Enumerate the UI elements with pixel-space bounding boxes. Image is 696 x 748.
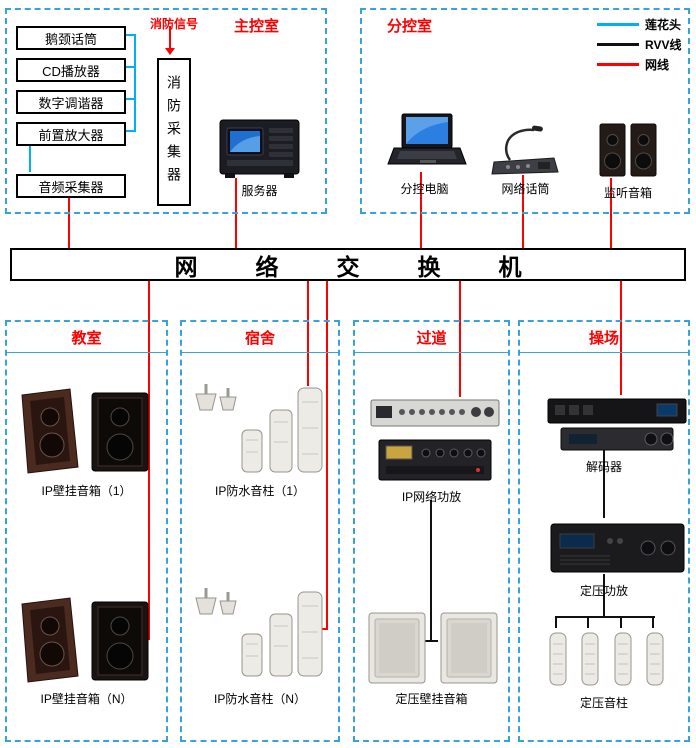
rvv-manifold bbox=[555, 616, 655, 618]
network-switch: 网络交换机 bbox=[10, 248, 686, 281]
digital-tuner-label: 数字调谐器 bbox=[38, 95, 104, 111]
zone-corridor-box: 过道 IP网络功放 bbox=[353, 320, 510, 742]
classroom-title: 教室 bbox=[71, 330, 102, 347]
rvv-decoder-to-amp bbox=[603, 450, 605, 518]
laptop-image bbox=[387, 113, 467, 165]
rca-cable-swatch bbox=[597, 23, 639, 26]
rca-bus bbox=[134, 34, 136, 132]
ip-waterproof-column-1-image bbox=[195, 384, 323, 473]
rvv-column-stub-2 bbox=[587, 616, 589, 628]
audio-collector-label: 音频采集器 bbox=[38, 179, 104, 195]
network-mic-label: 网络话筒 bbox=[501, 182, 550, 196]
cable-switch-playground bbox=[620, 281, 622, 395]
cv-wall-speaker-right-image bbox=[440, 612, 498, 684]
ip-waterproof-column-1-label: IP防水音柱（1） bbox=[214, 484, 305, 498]
rvv-wall-speakers-bridge bbox=[424, 640, 438, 642]
ip-waterproof-column-n-label: IP防水音柱（N） bbox=[213, 692, 306, 706]
monitor-speaker-label: 监听音箱 bbox=[603, 186, 652, 200]
preamplifier-box: 前置放大器 bbox=[16, 122, 126, 146]
legend-item-net: 网线 bbox=[597, 56, 669, 73]
fire-signal-line bbox=[169, 26, 171, 48]
net-cable-label: 网线 bbox=[645, 58, 670, 72]
decoder-image bbox=[547, 398, 687, 451]
cv-column-4-image bbox=[646, 632, 664, 686]
ip-wall-speaker-n-label: IP壁挂音箱（N） bbox=[40, 692, 133, 706]
ip-wall-speaker-1-image bbox=[21, 388, 149, 474]
cable-laptop-switch bbox=[420, 172, 422, 248]
server-image bbox=[219, 119, 300, 178]
cable-switch-dorm-n bbox=[326, 281, 328, 630]
ip-waterproof-column-n-image bbox=[195, 588, 323, 677]
cable-switch-corridor bbox=[459, 281, 461, 397]
cv-column-label: 定压音柱 bbox=[579, 696, 628, 710]
ip-network-amp-top-image bbox=[370, 399, 500, 427]
decoder-label: 解码器 bbox=[585, 460, 622, 474]
main-control-room-title: 主控室 bbox=[234, 18, 280, 35]
cv-wall-speaker-left-image bbox=[368, 612, 426, 684]
playground-title-separator bbox=[520, 352, 688, 353]
fire-collector-box: 消防采集器 bbox=[157, 58, 191, 206]
zone-classroom-box: 教室 IP壁挂音箱（1） IP壁挂音箱（N） bbox=[5, 320, 168, 742]
cv-amp-label: 定压功放 bbox=[579, 584, 628, 598]
zone-dormitory-box: 宿舍 IP防水音柱（1） IP防水音柱（N） bbox=[180, 320, 340, 742]
preamplifier-label: 前置放大器 bbox=[38, 127, 104, 143]
rvv-column-stub-1 bbox=[555, 616, 557, 628]
cable-switch-dorm-1 bbox=[307, 281, 309, 386]
cv-column-1-image bbox=[549, 632, 567, 686]
fire-signal-arrowhead bbox=[165, 48, 175, 55]
dormitory-title-separator bbox=[182, 352, 338, 353]
rca-stub-preamp bbox=[124, 130, 136, 132]
cv-wall-speaker-label: 定压壁挂音箱 bbox=[395, 692, 468, 706]
fire-signal-label: 消防信号 bbox=[150, 17, 199, 31]
sub-control-room-box: 分控室 莲花头 RVV线 网线 分控电脑 bbox=[360, 8, 690, 214]
zone-playground-box: 操场 解码器 定压功放 bbox=[518, 320, 690, 742]
rca-cable-label: 莲花头 bbox=[645, 18, 682, 32]
cv-amp-image bbox=[550, 523, 685, 573]
cv-column-3-image bbox=[614, 632, 632, 686]
dormitory-title: 宿舍 bbox=[244, 330, 275, 347]
rvv-amp-to-manifold bbox=[603, 574, 605, 618]
ip-wall-speaker-1-label: IP壁挂音箱（1） bbox=[41, 484, 132, 498]
cable-mic-switch bbox=[522, 175, 524, 248]
cd-player-box: CD播放器 bbox=[16, 58, 126, 82]
audio-collector-box: 音频采集器 bbox=[16, 174, 126, 198]
ip-network-amp-bottom-image bbox=[378, 439, 492, 481]
rvv-cable-label: RVV线 bbox=[645, 38, 682, 52]
monitor-speaker-image bbox=[599, 123, 657, 177]
corridor-title: 过道 bbox=[416, 330, 447, 347]
legend-item-rca: 莲花头 bbox=[597, 16, 681, 33]
gooseneck-mic-label: 鹅颈话筒 bbox=[44, 31, 97, 47]
ip-wall-speaker-n-image bbox=[21, 597, 149, 683]
sub-computer-label: 分控电脑 bbox=[400, 182, 449, 196]
classroom-title-separator bbox=[7, 352, 166, 353]
main-control-room-box: 主控室 鹅颈话筒 CD播放器 数字调谐器 前置放大器 音频采集器 消防信号 消防… bbox=[5, 8, 327, 214]
cv-column-2-image bbox=[581, 632, 599, 686]
rca-stub-cd bbox=[124, 66, 136, 68]
sub-control-room-title: 分控室 bbox=[387, 18, 433, 35]
legend-item-rvv: RVV线 bbox=[597, 36, 681, 53]
rca-stub-tuner bbox=[124, 98, 136, 100]
server-label: 服务器 bbox=[241, 184, 278, 198]
cable-audio-collector-switch bbox=[68, 196, 70, 248]
rca-preamp-to-collector bbox=[29, 144, 31, 172]
network-mic-image bbox=[491, 125, 559, 175]
corridor-title-separator bbox=[355, 352, 508, 353]
rvv-cable-swatch bbox=[597, 43, 639, 46]
rvv-column-stub-4 bbox=[652, 616, 654, 628]
net-cable-swatch bbox=[597, 63, 639, 66]
gooseneck-mic-box: 鹅颈话筒 bbox=[16, 26, 126, 50]
rca-stub-mic bbox=[124, 34, 136, 36]
playground-title: 操场 bbox=[588, 330, 619, 347]
ip-network-amp-label: IP网络功放 bbox=[401, 490, 462, 504]
cable-switch-classroom bbox=[148, 281, 150, 640]
cd-player-label: CD播放器 bbox=[42, 63, 100, 79]
rvv-column-stub-3 bbox=[620, 616, 622, 628]
rvv-amp-to-wall-speakers bbox=[430, 500, 432, 642]
digital-tuner-box: 数字调谐器 bbox=[16, 90, 126, 114]
